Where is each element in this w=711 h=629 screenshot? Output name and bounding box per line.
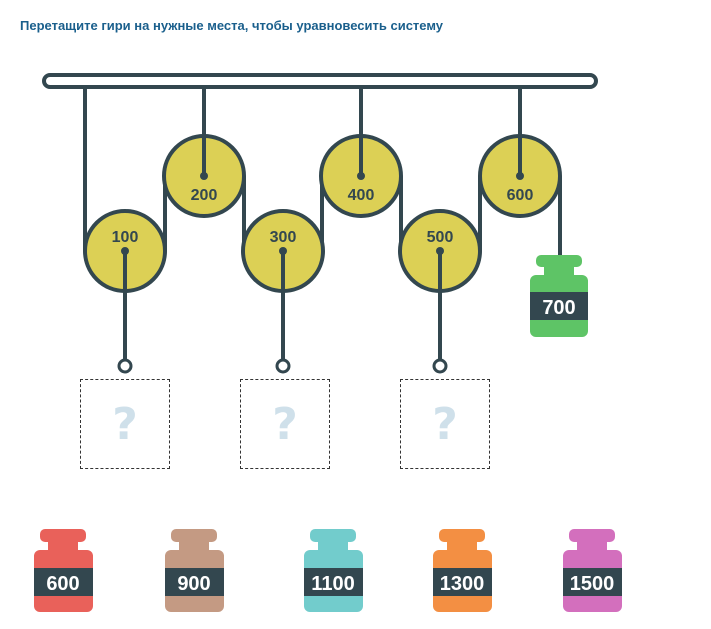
weight-label: 900 xyxy=(177,573,210,595)
pulley-4: 400 xyxy=(319,134,403,218)
pulley-3: 300 xyxy=(241,209,325,293)
weight-label: 1500 xyxy=(570,573,615,595)
pulley-1: 100 xyxy=(83,209,167,293)
hook-ring-icon xyxy=(275,358,291,374)
question-mark-icon: ? xyxy=(272,398,298,450)
pulley-2-label: 200 xyxy=(191,187,218,204)
pulley-5: 500 xyxy=(398,209,482,293)
hook-ring-icon xyxy=(432,358,448,374)
ceiling-beam xyxy=(42,73,598,89)
pulley-3-label: 300 xyxy=(270,229,297,246)
weight-label: 1100 xyxy=(311,573,354,595)
instruction-text: Перетащите гири на нужные места, чтобы у… xyxy=(20,18,444,33)
drop-slot-3[interactable]: ? xyxy=(400,379,490,469)
pulley-6: 600 xyxy=(478,134,562,218)
drop-slot-2[interactable]: ? xyxy=(240,379,330,469)
weight-1300[interactable]: 1300 xyxy=(433,529,492,612)
hook-ring-icon xyxy=(117,358,133,374)
question-mark-icon: ? xyxy=(112,398,138,450)
weights-tray: 600 900 1100 1300 1500 xyxy=(34,529,622,612)
hanging-weight-label: 700 xyxy=(542,297,575,319)
pulley-1-label: 100 xyxy=(112,229,139,246)
hanging-weight-700: 700 xyxy=(530,255,588,337)
pulley-5-label: 500 xyxy=(427,229,454,246)
weight-label: 1300 xyxy=(440,573,485,595)
pulley-4-label: 400 xyxy=(348,187,375,204)
pulley-2: 200 xyxy=(162,134,246,218)
weight-label: 600 xyxy=(46,573,79,595)
weight-600[interactable]: 600 xyxy=(34,529,93,612)
weight-1500[interactable]: 1500 xyxy=(563,529,622,612)
question-mark-icon: ? xyxy=(432,398,458,450)
weight-900[interactable]: 900 xyxy=(165,529,224,612)
pulley-6-label: 600 xyxy=(507,187,534,204)
drop-slot-1[interactable]: ? xyxy=(80,379,170,469)
weight-1100[interactable]: 1100 xyxy=(304,529,363,612)
